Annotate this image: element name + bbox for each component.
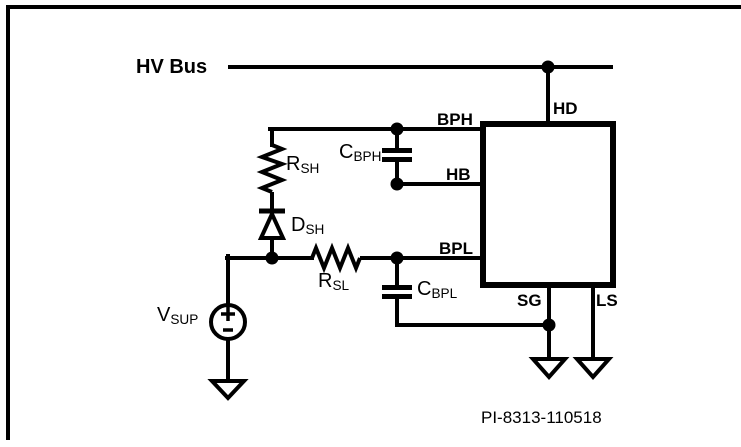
cbpl-label: CBPL [417,279,457,301]
junction-dot-hd [541,60,555,74]
pin-label-hd: HD [553,99,578,118]
rsl-label: RSL [318,271,349,293]
vsup-plus-sign [221,307,235,321]
capacitor-cbph [382,129,412,184]
part-number: PI-8313-110518 [481,408,602,427]
rsh-label: RSH [286,154,319,176]
diode-dsh [257,208,287,258]
ic-box [480,121,616,288]
junction-dot-bph [390,122,404,136]
pin-label-hb: HB [446,165,471,184]
pin-label-bpl: BPL [439,239,473,258]
ground-symbol-ls [572,357,614,381]
figure-border-left [6,5,10,440]
voltage-source-vsup [207,254,249,401]
vsup-label-sub: SUP [170,311,199,327]
vsup-label-base: V [157,304,171,326]
junction-dot-bpl [390,251,404,265]
vsup-circle [209,303,247,341]
pin-label-bph: BPH [437,110,473,129]
cbph-label-base: C [339,141,354,163]
ground-symbol-vsup [207,379,249,401]
rsh-label-sub: SH [300,160,320,176]
cbph-label-sub: BPH [353,148,382,164]
cbph-label: CBPH [339,142,381,164]
junction-dot-hb [390,177,404,191]
figure-border-top [6,5,741,9]
rsl-label-sub: SL [332,277,350,293]
dsh-triangle [257,209,287,240]
rsl-label-base: R [318,270,333,292]
ground-symbol-sg [528,357,570,381]
junction-dot-sg [542,318,556,332]
cbpl-label-base: C [417,278,432,300]
rsh-zigzag [256,143,288,194]
rsh-label-base: R [286,153,301,175]
dsh-label-base: D [291,214,306,236]
hv-bus-label: HV Bus [136,56,208,78]
vsup-label: VSUP [157,305,198,327]
pin-label-sg: SG [517,291,542,310]
dsh-label: DSH [291,215,324,237]
dsh-label-sub: SH [305,221,325,237]
cbpl-label-sub: BPL [431,285,458,301]
pin-label-ls: LS [596,291,618,310]
resistor-rsh [256,127,288,211]
cbpl-return-wire [395,297,551,327]
junction-dot-dsh [265,251,279,265]
resistor-rsl [310,242,362,274]
